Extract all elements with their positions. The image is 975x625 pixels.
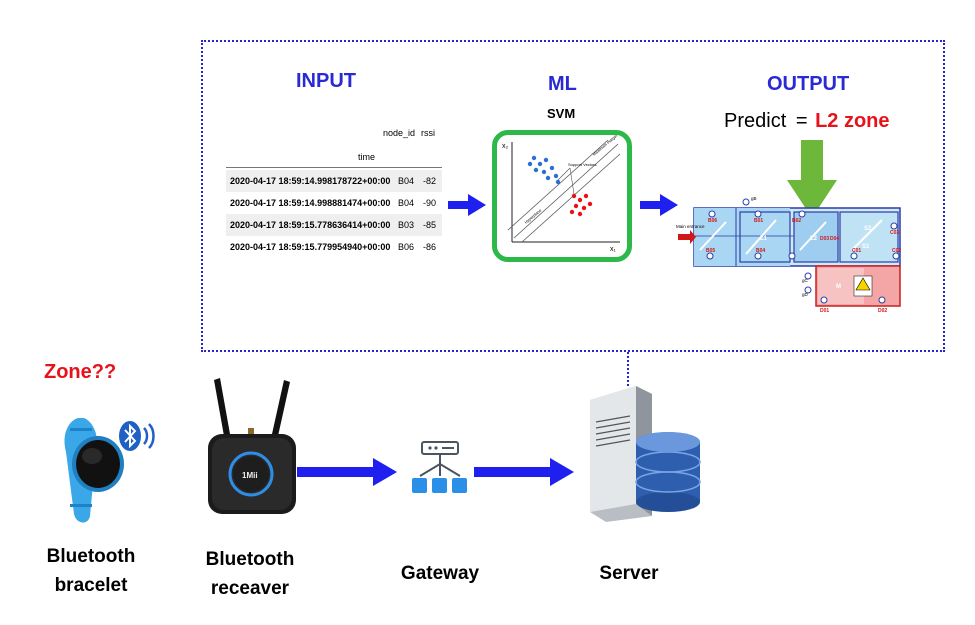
cell-node-id: B03 [398,220,415,230]
map-zone-s2: S2 [864,226,872,232]
table-row: 2020-04-17 18:59:15.778636414+00:00 B03 … [226,214,442,236]
predict-prefix: Predict [724,110,787,132]
svm-axis-y-label: x₂ [502,143,509,150]
cell-time: 2020-04-17 18:59:15.779954940+00:00 [230,242,391,252]
map-zone-l2: L2 [810,236,818,242]
bluetooth-bracelet-icon [64,418,124,523]
map-zone-m: M [836,284,841,290]
arrow-input-to-ml [448,194,486,216]
table-header-rule [226,167,442,168]
map-gateway-gb: gB [751,196,757,201]
arrow-ml-to-output [640,194,678,216]
svm-title: SVM [547,106,576,121]
server-label: Server [599,563,659,584]
input-section-title: INPUT [296,70,356,92]
gateway-label: Gateway [400,563,480,584]
bracelet-label: Bluetooth bracelet [46,546,136,596]
cell-rssi: -86 [423,242,437,252]
receiver-label: Bluetooth receaver [205,549,295,599]
frame-to-server-connector [627,352,629,386]
table-row: 2020-04-17 18:59:15.779954940+00:00 B06 … [226,236,442,258]
predict-equals: = [795,110,808,132]
floor-map: Main entrance B06 B01 B02 B04 B05 C01 C0… [676,196,901,314]
rssi-data-table: node_id rssi time 2020-04-17 18:59:14.99… [0,0,442,252]
map-zone-s1: S1 [862,244,870,250]
map-entrance-label: Main entrance [676,224,705,229]
bluetooth-icon [119,421,155,451]
map-node-d03: D03 [820,236,829,242]
gateway-icon [412,441,467,493]
svm-annotation-hyperplane: Hyperplane [523,207,542,224]
svm-axis-x-label: x₁ [610,246,617,253]
cell-rssi: -82 [423,176,437,186]
server-database-icon [590,386,701,522]
svm-model-box [492,130,632,262]
zone-question-label: Zone?? [44,361,117,383]
map-gateway-gd: gD [802,292,809,297]
svm-annotation-support-vectors: Support Vectors [568,162,596,167]
map-node-d01: D01 [820,308,829,314]
map-node-b01: B01 [754,218,763,224]
map-node-d04: D04 [830,236,839,242]
table-row: 2020-04-17 18:59:14.998881474+00:00 B04 … [226,192,442,214]
cell-node-id: B04 [398,198,415,208]
predict-arrow-icon [787,140,837,218]
map-node-b06: B06 [708,218,717,224]
predict-label: Predict = L2 zone [724,110,890,133]
svm-plot: x₂ x₁ Support Vectors Maximum margin Hyp… [502,133,621,253]
receiver-brand-logo: 1Mii [242,471,258,480]
map-node-b05: B05 [706,248,715,254]
bluetooth-receiver-icon: 1Mii [208,378,296,514]
output-section-title: OUTPUT [767,73,850,95]
map-node-d02: D02 [878,308,887,314]
map-node-c02: C02 [892,248,901,254]
predicted-zone: L2 zone [815,110,890,132]
arrow-gateway-to-server [474,458,574,486]
cell-rssi: -85 [423,220,437,230]
column-header-node-id: node_id [383,128,416,138]
map-zone-l1: L1 [760,236,768,242]
cell-rssi: -90 [423,198,437,208]
map-node-b02: B02 [792,218,801,224]
map-gateway-gc: gC [802,278,809,283]
cell-time: 2020-04-17 18:59:14.998178722+00:00 [230,176,391,186]
table-row: 2020-04-17 18:59:14.998178722+00:00 B04 … [226,170,442,192]
index-header-time: time [358,152,376,162]
map-node-c03: C03 [890,230,899,236]
cell-time: 2020-04-17 18:59:15.778636414+00:00 [230,220,391,230]
map-node-b04: B04 [756,248,765,254]
column-header-rssi: rssi [421,128,435,138]
map-node-c01: C01 [852,248,861,254]
arrow-receiver-to-gateway [297,458,397,486]
cell-node-id: B06 [398,242,415,252]
ml-section-title: ML [548,73,577,95]
cell-time: 2020-04-17 18:59:14.998881474+00:00 [230,198,391,208]
ml-pipeline-frame [201,40,945,352]
cell-node-id: B04 [398,176,415,186]
